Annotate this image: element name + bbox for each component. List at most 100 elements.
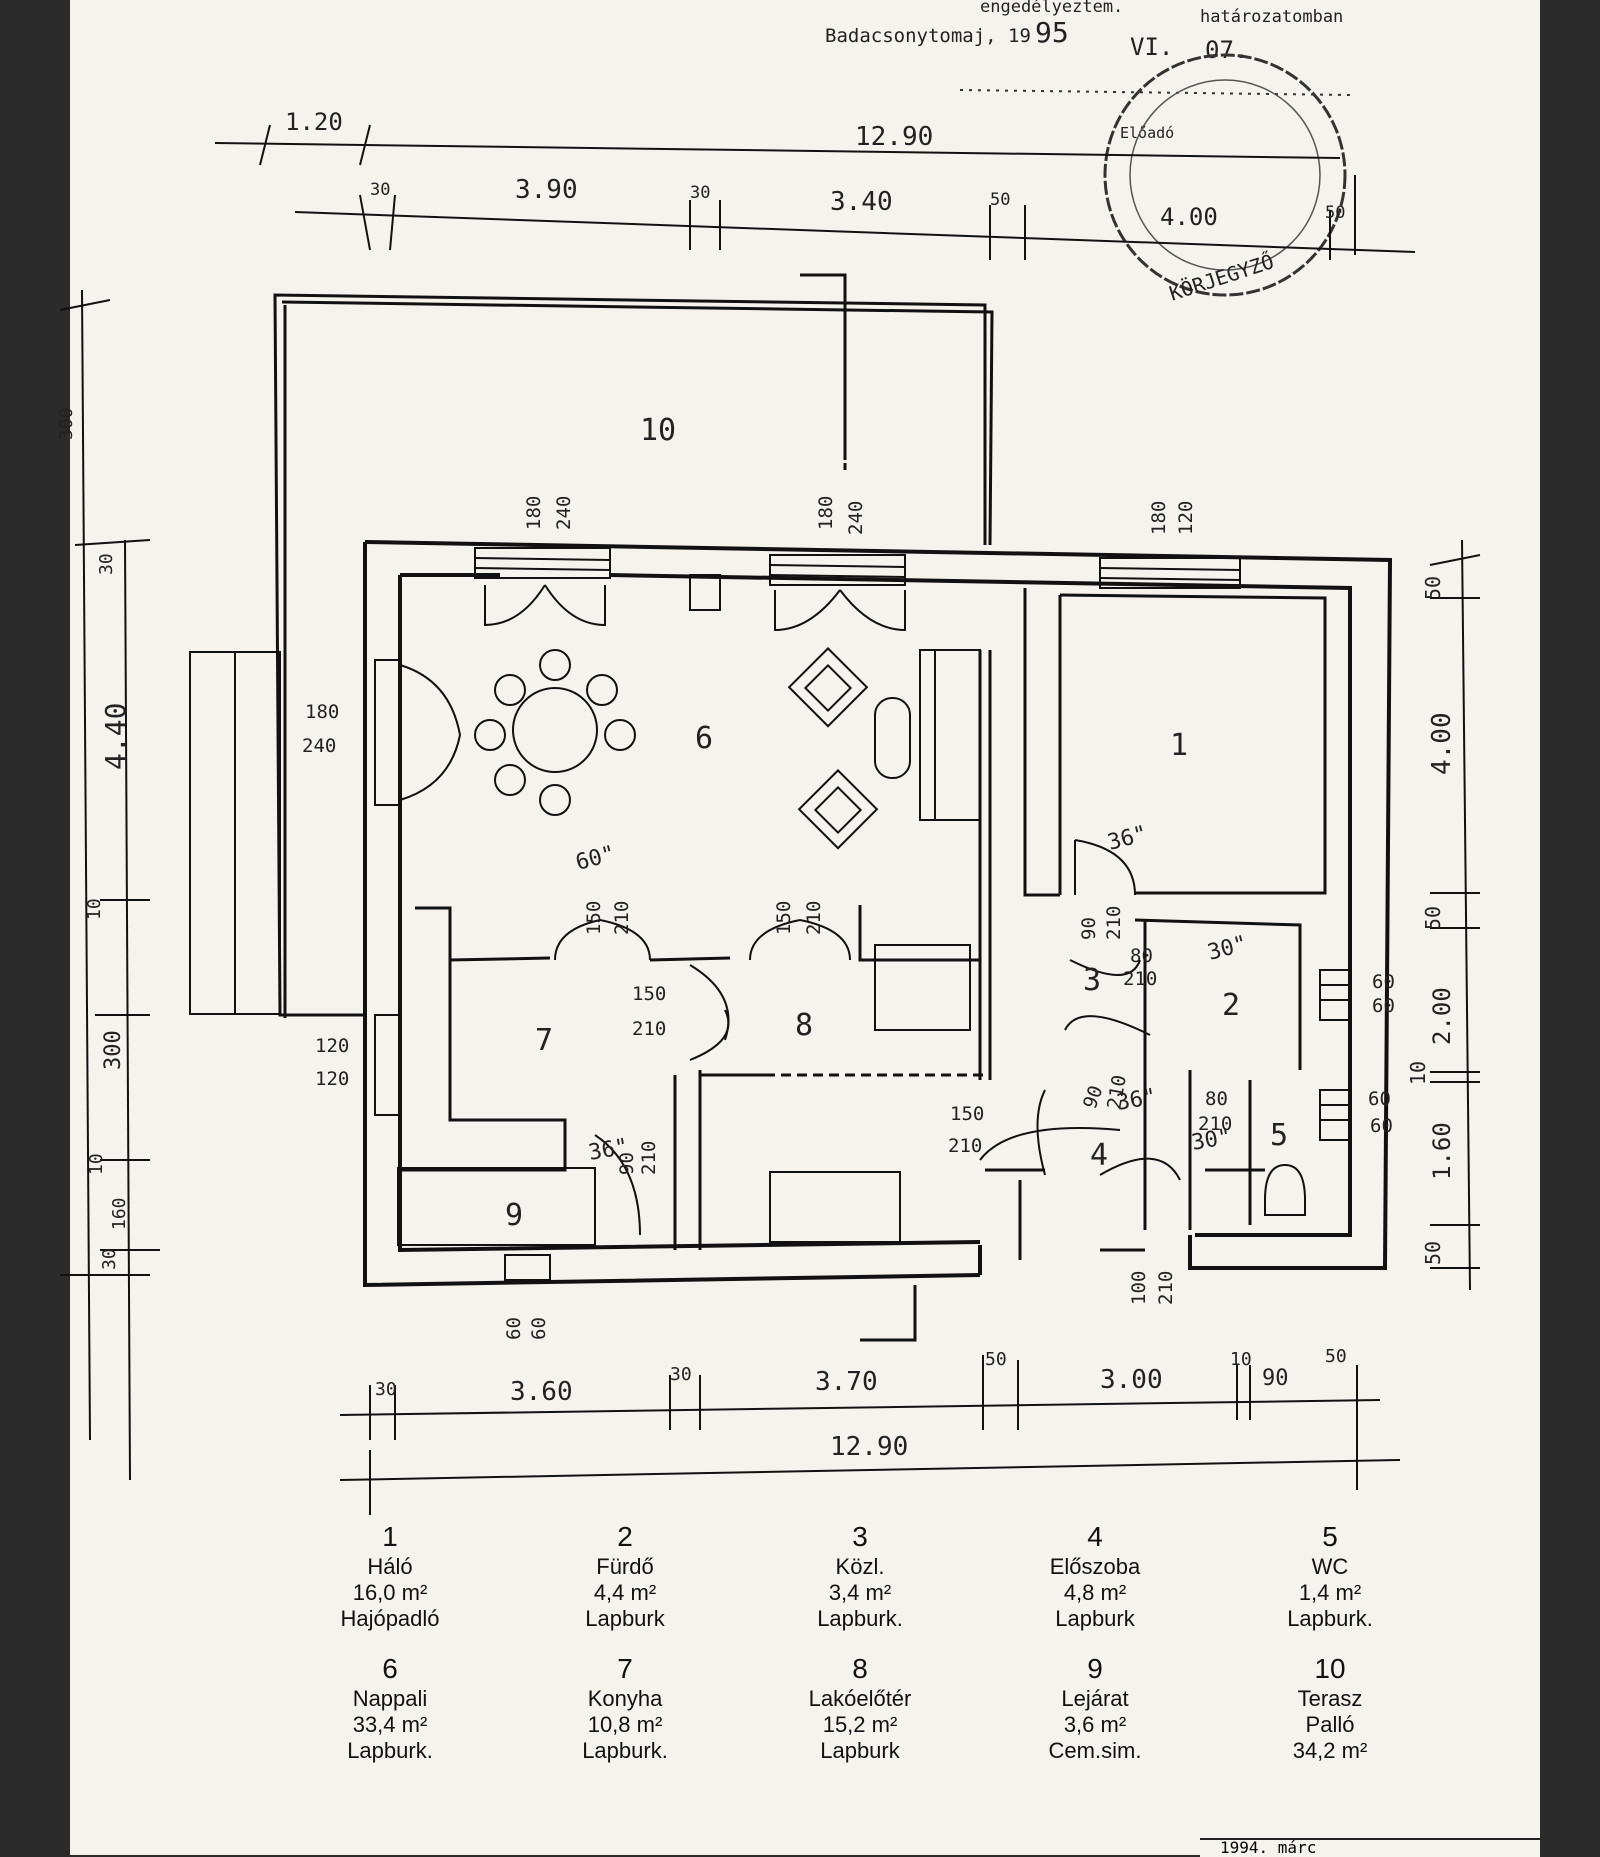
opening-bottom: 240 — [553, 496, 575, 530]
legend-finish: Cem.sim. — [1048, 1738, 1142, 1763]
legend-name: Terasz — [1297, 1686, 1363, 1711]
opening-top: 150 — [632, 983, 666, 1005]
room-number: 7 — [535, 1023, 553, 1058]
dim-left: 300 — [56, 407, 77, 440]
dim-left: 30 — [99, 1248, 120, 1270]
legend-num: 1 — [382, 1521, 398, 1552]
legend-num: 3 — [852, 1521, 868, 1552]
dim-bottom: 30 — [375, 1379, 397, 1400]
opening-bottom: 210 — [1155, 1271, 1177, 1305]
legend-finish: Lapburk. — [1287, 1606, 1373, 1631]
angle-note: 60" — [573, 841, 618, 875]
opening-bottom: 210 — [632, 1018, 666, 1040]
dim-top-offset: 1.20 — [285, 108, 343, 136]
room-number: 8 — [795, 1008, 813, 1043]
officer-label: Előadó — [1120, 124, 1174, 142]
legend-area: Palló — [1305, 1712, 1355, 1737]
angle-note: 30" — [1205, 931, 1250, 965]
dim-right: 50 — [1421, 906, 1445, 930]
stairs — [397, 1167, 901, 1246]
legend-finish: Lapburk. — [817, 1606, 903, 1631]
legend-finish: 34,2 m² — [1292, 1738, 1368, 1763]
dim-left: 30 — [96, 553, 117, 575]
legend-num: 2 — [617, 1521, 633, 1552]
legend-finish: Lapburk — [585, 1606, 665, 1631]
dim-bottom: 90 — [1262, 1366, 1289, 1391]
footer-strip: 1994. márc — [1200, 1838, 1540, 1857]
dim-top-seg: 3.90 — [515, 175, 578, 205]
legend-name: Fürdő — [596, 1554, 654, 1579]
opening-top: 60 — [503, 1317, 525, 1340]
opening-bottom: 210 — [1123, 968, 1157, 990]
legend-area: 16,0 m² — [352, 1580, 428, 1605]
approval-text: engedélyeztem. — [980, 0, 1123, 17]
dim-left: 160 — [109, 1197, 130, 1230]
dim-bottom: 3.00 — [1100, 1365, 1163, 1395]
opening-top: 80 — [1130, 945, 1153, 967]
legend-finish: Lapburk — [1055, 1606, 1135, 1631]
dim-top-seg: 30 — [690, 183, 710, 203]
legend-num: 10 — [1314, 1653, 1346, 1684]
legend-name: WC — [1311, 1554, 1349, 1579]
legend-finish: Hajópadló — [340, 1606, 440, 1631]
decision-text: határozatomban — [1200, 7, 1343, 27]
living-furniture — [787, 646, 981, 1031]
dim-top-seg: 4.00 — [1160, 203, 1218, 231]
opening-top: 150 — [950, 1103, 984, 1125]
opening-bottom: 120 — [1175, 501, 1197, 535]
legend-finish: Lapburk — [820, 1738, 900, 1763]
room-number: 2 — [1222, 988, 1240, 1023]
legend-finish: Lapburk. — [582, 1738, 668, 1763]
legend-finish: Lapburk. — [347, 1738, 433, 1763]
legend-name: Nappali — [352, 1686, 428, 1711]
dim-right: 50 — [1421, 1241, 1445, 1265]
angle-note: 36" — [1105, 821, 1150, 855]
room-number: 4 — [1090, 1138, 1108, 1173]
room-number: 10 — [640, 413, 676, 448]
dim-left: 10 — [84, 898, 105, 920]
opening-bottom: 60 — [528, 1317, 550, 1340]
opening-top: 180 — [815, 496, 837, 530]
legend-area: 15,2 m² — [822, 1712, 898, 1737]
opening-bottom: 240 — [302, 735, 336, 757]
legend-name: Előszoba — [1049, 1554, 1141, 1579]
legend-num: 7 — [617, 1653, 633, 1684]
dim-top-overall: 12.90 — [855, 122, 933, 152]
legend-area: 10,8 m² — [587, 1712, 663, 1737]
opening-bottom: 210 — [611, 901, 633, 935]
opening-bottom: 210 — [638, 1141, 660, 1175]
dim-left: 4.40 — [99, 703, 132, 770]
legend-name: Konyha — [587, 1686, 663, 1711]
dim-bottom: 3.60 — [510, 1377, 573, 1407]
dim-bottom: 30 — [670, 1364, 692, 1385]
dim-left: 10 — [86, 1153, 107, 1175]
opening-top: 150 — [583, 901, 605, 935]
opening-bottom: 210 — [948, 1135, 982, 1157]
legend-name: Közl. — [835, 1554, 885, 1579]
day-hand: 07. — [1205, 36, 1248, 64]
dim-bottom: 50 — [1325, 1346, 1347, 1367]
month-hand: VI. — [1130, 33, 1173, 61]
room-number: 9 — [505, 1198, 523, 1233]
legend-name: Lakóelőtér — [808, 1686, 912, 1711]
dim-right: 50 — [1421, 576, 1445, 600]
opening-bottom: 60 — [1372, 995, 1395, 1017]
dim-top-seg: 50 — [990, 190, 1010, 210]
dim-right: 10 — [1406, 1061, 1430, 1085]
opening-top: 60 — [1368, 1088, 1391, 1110]
opening-bottom: 60 — [1370, 1115, 1393, 1137]
legend-name: Háló — [367, 1554, 413, 1579]
dim-top-seg: 50 — [1325, 203, 1345, 223]
dim-bottom: 10 — [1230, 1349, 1252, 1370]
legend-area: 3,6 m² — [1063, 1712, 1127, 1737]
legend-area: 33,4 m² — [352, 1712, 428, 1737]
